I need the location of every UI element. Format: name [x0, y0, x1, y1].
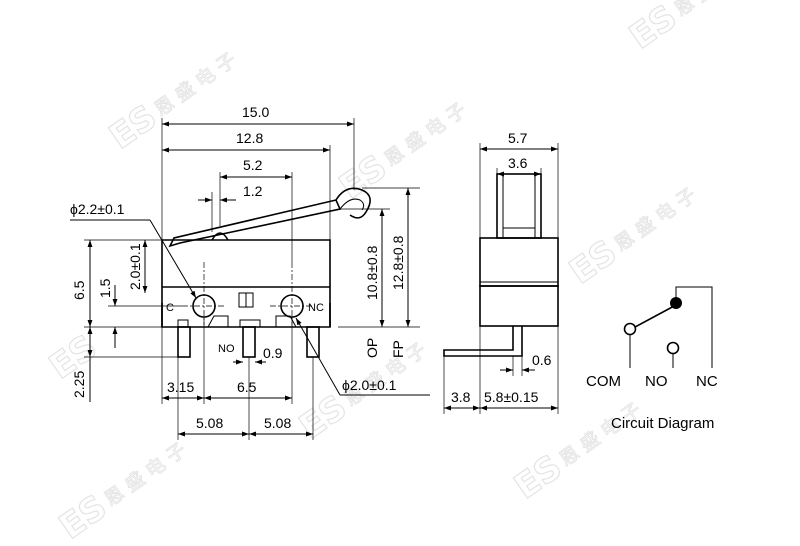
no-contact-icon [666, 341, 680, 355]
dim-body-height: 6.5 [71, 280, 87, 300]
watermark-cjk-6: 恩 盛 电 子 [341, 339, 431, 411]
watermark-cjk-3: 恩 盛 电 子 [381, 99, 471, 171]
label-op: OP [364, 338, 380, 358]
watermark-cjk-4: 恩 盛 电 子 [611, 184, 701, 256]
label-nc: NC [308, 302, 324, 314]
com-terminal-icon [623, 322, 637, 336]
dim-hole-to-top: 2.0±0.1 [127, 243, 143, 290]
dim-body-length: 12.8 [236, 130, 263, 146]
dim-lever-offset: 1.2 [243, 183, 263, 199]
dim-op-height: 10.8±0.8 [364, 245, 380, 300]
label-com: COM [586, 373, 621, 390]
lever-pivot [211, 232, 229, 241]
dim-no-pin-width: 0.9 [263, 345, 283, 361]
dim-left-offset: 3.15 [167, 379, 194, 395]
dim-hole-to-base: 1.5 [97, 278, 113, 298]
watermark-cjk-7: 恩 盛 电 子 [556, 399, 646, 471]
circuit-diagram: COM NO NC Circuit Diagram [586, 286, 718, 432]
watermark-cjk-1: 恩 盛 电 子 [671, 0, 761, 21]
dim-actuator-width: 3.6 [508, 155, 528, 171]
actuator-lever [168, 199, 342, 248]
nc-contact-icon [670, 297, 682, 309]
dim-pin-pitch-left: 5.08 [196, 415, 223, 431]
label-nc-circuit: NC [696, 373, 718, 390]
side-pin [443, 326, 523, 357]
label-fp: FP [390, 340, 406, 358]
lever-hook-inner [339, 198, 365, 211]
label-c: C [166, 302, 174, 314]
lever-hook [335, 187, 371, 219]
watermark-cjk-2: 恩 盛 电 子 [151, 49, 241, 121]
dim-pin-thickness: 0.6 [532, 352, 552, 368]
pin-c [177, 326, 191, 358]
dim-pin-hole: ϕ2.0±0.1 [342, 377, 397, 393]
dim-mount-hole: ϕ2.2±0.1 [70, 201, 125, 217]
dim-overall-length: 15.0 [242, 104, 269, 120]
dim-center-to-pivot: 5.2 [243, 157, 263, 173]
label-no-circuit: NO [645, 373, 668, 390]
dim-fp-height: 12.8±0.8 [390, 235, 406, 290]
dim-leader-pin-hole [295, 317, 341, 396]
bottom-notch [177, 315, 297, 328]
front-view: C NC NO 15.0 12.8 5.2 1.2 ϕ2.2±0. [70, 104, 430, 440]
watermark-cjk-8: 恩 盛 电 子 [101, 439, 191, 511]
actuator-detail [502, 174, 536, 238]
pin-nc [306, 326, 320, 358]
dim-total-width: 5.7 [508, 130, 528, 146]
center-lines [182, 262, 314, 325]
side-view: 5.7 3.6 0.6 3.8 5.8±0.15 [443, 130, 559, 414]
dim-body-width: 5.8±0.15 [484, 389, 539, 405]
nc-lead [675, 286, 713, 368]
side-body-lower [479, 285, 559, 327]
circuit-caption: Circuit Diagram [611, 415, 714, 432]
dim-pin-offset: 3.8 [451, 389, 471, 405]
label-no: NO [218, 343, 235, 355]
dim-leader-mount-hole [149, 219, 197, 299]
switch-arm [634, 304, 677, 328]
pin-no [242, 326, 256, 358]
side-body-upper [479, 237, 559, 287]
dim-hole-spacing: 6.5 [237, 379, 257, 395]
dim-terminal-length: 2.25 [71, 371, 87, 398]
dim-pin-pitch-right: 5.08 [264, 415, 291, 431]
